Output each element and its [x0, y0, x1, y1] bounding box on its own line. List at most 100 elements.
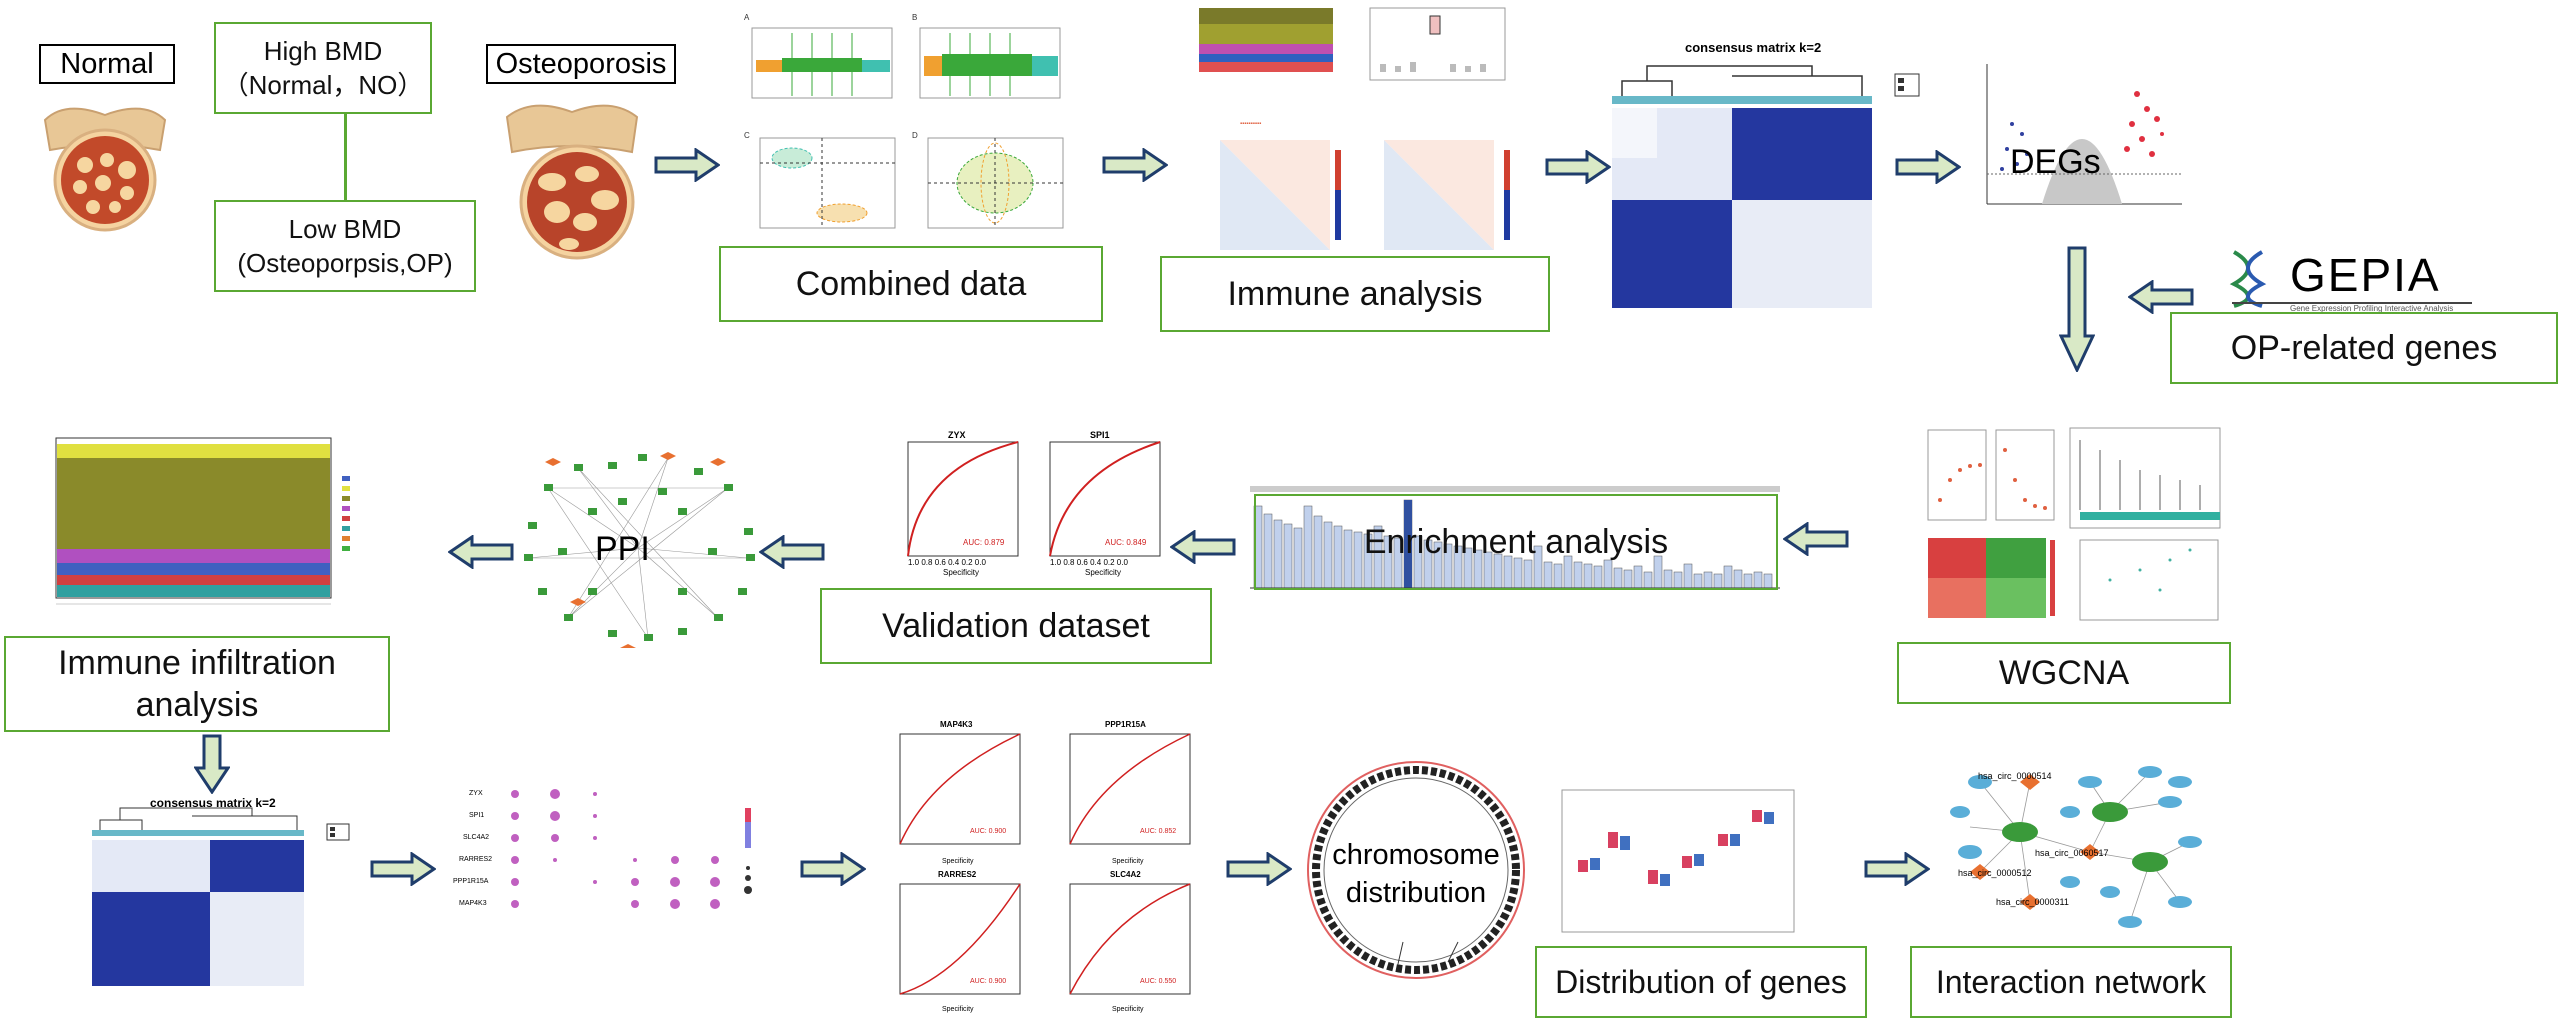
low-bmd-line2: (Osteoporpsis,OP): [237, 248, 453, 278]
flow-arrow-down-1: [2059, 246, 2095, 372]
chromosome-line1: chromosome: [1332, 839, 1500, 871]
dna-icon: [2229, 250, 2267, 308]
roc-zyx-title: ZYX: [948, 430, 966, 440]
roc-grid-xlabel-3: Specificity: [942, 1006, 974, 1013]
tick: 0.0: [974, 558, 986, 567]
gene-distribution-boxplot: [1561, 789, 1795, 933]
flow-arrow-1: [654, 148, 720, 182]
combined-data-pca-d: D: [910, 128, 1070, 243]
roc-grid-xlabel-4: Specificity: [1112, 1006, 1144, 1013]
combined-data-pca-c: C: [742, 128, 902, 243]
osteoporosis-label: Osteoporosis: [486, 44, 676, 84]
high-bmd-line1: High BMD: [263, 36, 383, 66]
flow-arrow-6: [759, 535, 825, 569]
flow-arrow-4: [1895, 150, 1961, 184]
tick: 0.8: [921, 558, 933, 567]
combined-data-box: Combined data: [719, 246, 1103, 322]
osteoporosis-bone-illustration: [505, 104, 639, 260]
flow-arrow-down-2: [194, 734, 230, 794]
tick: 0.0: [1116, 558, 1128, 567]
tick: 0.6: [1076, 558, 1088, 567]
tick: 1.0: [1050, 558, 1062, 567]
flow-arrow-8: [1783, 522, 1849, 556]
svg-text:C: C: [744, 131, 750, 140]
volcano-plot: [1986, 64, 2182, 205]
flow-arrow-2: [1102, 148, 1168, 182]
tick: 0.2: [961, 558, 973, 567]
enrichment-bar-chart: [1250, 486, 1780, 589]
network-label-3: hsa_circ_0000512: [1958, 868, 2032, 878]
roc-panel-spi1: SPI1 AUC: 0.849 1.0 0.8 0.6 0.4 0.2 0.0 …: [1030, 428, 1168, 578]
flow-arrow-9: [370, 852, 436, 886]
roc-ppp1r15a-auc: AUC: 0.852: [1140, 828, 1177, 835]
flow-arrow-10: [800, 852, 866, 886]
gepia-logo-text: GEPIA: [2290, 249, 2441, 301]
roc-map4k3-auc: AUC: 0.900: [970, 828, 1007, 835]
consensus-legend-2: [326, 823, 350, 841]
tick: 0.4: [948, 558, 960, 567]
tick: 0.4: [1090, 558, 1102, 567]
tick: 0.8: [1063, 558, 1075, 567]
normal-bone-illustration: [43, 107, 167, 232]
chromosome-circos: [1307, 761, 1525, 979]
svg-text:B: B: [912, 13, 917, 22]
validation-dataset-box: Validation dataset: [820, 588, 1212, 664]
combined-data-figure-b: B: [910, 8, 1070, 143]
roc-slc4a2-title: SLC4A2: [1110, 870, 1141, 879]
svg-text:A: A: [744, 13, 750, 22]
network-label-2: hsa_circ_0060517: [2035, 848, 2109, 858]
distribution-of-genes-box: Distribution of genes: [1535, 946, 1867, 1018]
flow-arrow-3: [1545, 150, 1611, 184]
bmd-connector: [344, 114, 347, 200]
dot-gene-4: RARRES2: [459, 856, 493, 863]
immune-infiltration-line2: analysis: [135, 686, 259, 724]
immune-infiltration-box: Immune infiltration analysis: [4, 636, 390, 732]
roc-grid-xlabel-1: Specificity: [942, 858, 974, 865]
consensus-title-2: consensus matrix k=2: [150, 796, 276, 810]
ppi-label: PPI: [595, 530, 650, 568]
tick: 0.2: [1103, 558, 1115, 567]
tick: 0.6: [934, 558, 946, 567]
gepia-underline: [2232, 302, 2472, 304]
flow-arrow-11: [1226, 852, 1292, 886]
tick: 1.0: [908, 558, 920, 567]
immune-analysis-figure: [1195, 4, 1340, 82]
consensus-legend: [1894, 73, 1920, 97]
roc-rarres2-auc: AUC: 0.900: [970, 978, 1007, 985]
wgcna-panels: [1927, 427, 2221, 621]
immune-analysis-box: Immune analysis: [1160, 256, 1550, 332]
roc-spi1-title: SPI1: [1090, 430, 1110, 440]
wgcna-box: WGCNA: [1897, 642, 2231, 704]
immune-infiltration-stacked-bar: [55, 437, 350, 605]
interaction-network: [1950, 766, 2202, 928]
roc-zyx-ticks: 1.0 0.8 0.6 0.4 0.2 0.0: [908, 558, 986, 567]
immune-boxplot-figure: [1360, 4, 1510, 102]
dot-gene-3: SLC4A2: [463, 834, 490, 841]
consensus-heatmap: [1612, 65, 1872, 308]
interaction-network-box: Interaction network: [1910, 946, 2232, 1018]
op-related-genes-box: OP-related genes: [2170, 312, 2558, 384]
normal-label: Normal: [39, 44, 175, 84]
dot-gene-5: PPP1R15A: [453, 878, 489, 885]
high-bmd-line2: （Normal，NO）: [222, 70, 424, 100]
dot-gene-1: ZYX: [469, 790, 483, 797]
flow-arrow-12: [1864, 852, 1930, 886]
degs-label: DEGs: [2010, 143, 2101, 181]
immune-corr-d: [1364, 110, 1519, 260]
roc-zyx-auc: AUC: 0.879: [963, 538, 1005, 547]
roc-map4k3-title: MAP4K3: [940, 720, 973, 729]
immune-infiltration-line1: Immune infiltration: [58, 644, 336, 682]
roc-grid: MAP4K3 AUC: 0.900 PPP1R15A AUC: 0.852 RA…: [870, 716, 1200, 1016]
combined-data-figure: A: [742, 8, 902, 143]
chromosome-line2: distribution: [1345, 877, 1487, 909]
flow-arrow-7: [1170, 530, 1236, 564]
immune-corr-c: ▪▪▪▪▪▪▪▪▪▪: [1200, 110, 1350, 260]
network-label-4: hsa_circ_0000311: [1996, 897, 2069, 907]
flow-arrow-gepia: [2128, 280, 2194, 314]
roc-spi1-ticks: 1.0 0.8 0.6 0.4 0.2 0.0: [1050, 558, 1128, 567]
consensus-heatmap-2: [92, 807, 304, 986]
svg-text:D: D: [912, 131, 918, 140]
low-bmd-line1: Low BMD: [288, 214, 402, 244]
roc-spi1-auc: AUC: 0.849: [1105, 538, 1147, 547]
roc-grid-xlabel-2: Specificity: [1112, 858, 1144, 865]
